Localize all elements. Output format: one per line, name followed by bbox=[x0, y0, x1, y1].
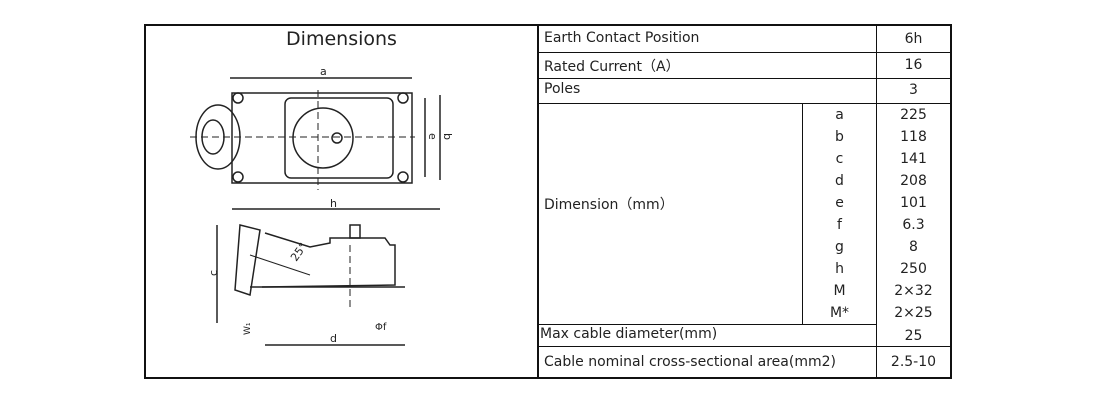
dimension-value: 101 bbox=[900, 195, 927, 211]
label-h: h bbox=[330, 197, 337, 210]
divider bbox=[802, 103, 803, 324]
divider bbox=[538, 103, 950, 104]
dimension-value: 118 bbox=[900, 129, 927, 145]
dimension-key: c bbox=[835, 151, 844, 167]
cross-section-value: 2.5-10 bbox=[890, 354, 937, 370]
label-w: W₁ bbox=[243, 322, 253, 335]
label-e: e bbox=[426, 133, 439, 140]
dimension-value: 208 bbox=[900, 173, 927, 189]
label-a: a bbox=[320, 65, 327, 78]
divider bbox=[537, 24, 539, 377]
label-c: c bbox=[207, 270, 220, 276]
row-label-earth-contact: Earth Contact Position bbox=[544, 30, 700, 46]
dimension-value: 2×25 bbox=[894, 305, 933, 321]
dimension-value: 141 bbox=[900, 151, 927, 167]
divider bbox=[538, 52, 950, 53]
label-b: b bbox=[441, 133, 454, 140]
dimension-key: g bbox=[835, 239, 844, 255]
divider bbox=[538, 346, 950, 347]
row-value-poles: 3 bbox=[909, 82, 918, 98]
dimension-drawing: a e b h c 25° d Φf W₁ bbox=[190, 65, 454, 346]
dimension-value: 6.3 bbox=[902, 217, 925, 233]
label-phi-f: Φf bbox=[375, 322, 387, 333]
top-body bbox=[231, 92, 413, 184]
divider bbox=[538, 78, 950, 79]
dimension-label: Dimension（mm） bbox=[544, 197, 674, 213]
dimension-value: 225 bbox=[900, 107, 927, 123]
dimension-key: M bbox=[833, 283, 846, 299]
dimension-value: 2×32 bbox=[894, 283, 933, 299]
cross-section-label: Cable nominal cross-sectional area(mm2) bbox=[544, 354, 836, 370]
dimension-key: b bbox=[835, 129, 844, 145]
dimension-value: 8 bbox=[909, 239, 918, 255]
dimension-value: 250 bbox=[900, 261, 927, 277]
row-value-earth-contact: 6h bbox=[904, 31, 923, 47]
dimension-key: M* bbox=[829, 305, 850, 321]
label-d: d bbox=[330, 332, 337, 345]
label-angle: 25° bbox=[288, 240, 310, 263]
divider bbox=[876, 24, 877, 377]
dimension-key: a bbox=[835, 107, 844, 123]
dimension-key: e bbox=[835, 195, 844, 211]
dimensions-title: Dimensions bbox=[286, 28, 397, 50]
dimension-key: h bbox=[835, 261, 844, 277]
row-label-rated-current: Rated Current（A） bbox=[544, 59, 680, 75]
max-cable-value: 25 bbox=[904, 328, 923, 344]
dimension-key: f bbox=[837, 217, 842, 233]
spec-table bbox=[144, 24, 952, 379]
side-gland bbox=[234, 224, 261, 296]
row-label-poles: Poles bbox=[544, 81, 581, 97]
max-cable-label: Max cable diameter(mm) bbox=[540, 326, 718, 342]
row-value-rated-current: 16 bbox=[904, 57, 923, 73]
divider bbox=[538, 324, 876, 325]
dimension-key: d bbox=[835, 173, 844, 189]
